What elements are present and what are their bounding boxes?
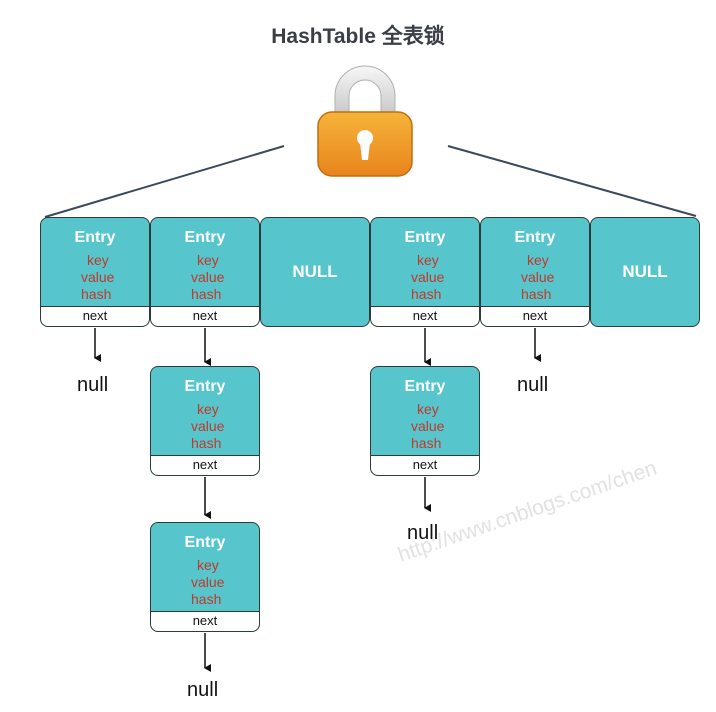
hash-field: hash xyxy=(191,286,222,302)
next-pointer: next xyxy=(151,455,259,475)
lock-icon xyxy=(299,58,431,188)
value-field: value xyxy=(521,269,555,285)
bucket-1-entry: Entry key value hash next xyxy=(40,217,150,327)
value-field: value xyxy=(411,418,445,434)
entry-label: Entry xyxy=(404,378,446,395)
null-terminator: null xyxy=(77,374,109,396)
lock-line-right xyxy=(447,145,697,217)
entry-label: Entry xyxy=(184,534,226,551)
hash-field: hash xyxy=(411,435,442,451)
next-pointer: next xyxy=(41,306,149,326)
null-terminator: null xyxy=(407,522,439,544)
key-field: key xyxy=(197,557,219,573)
hash-field: hash xyxy=(191,591,222,607)
bucket-2-entry: Entry key value hash next xyxy=(150,217,260,327)
key-field: key xyxy=(197,401,219,417)
value-field: value xyxy=(191,418,225,434)
entry-label: Entry xyxy=(184,378,226,395)
lock-line-left xyxy=(44,145,285,218)
key-field: key xyxy=(527,252,549,268)
page-title: HashTable 全表锁 xyxy=(271,25,445,48)
null-label: NULL xyxy=(292,262,338,281)
value-field: value xyxy=(191,574,225,590)
hash-field: hash xyxy=(411,286,442,302)
chain-entry: Entry key value hash next xyxy=(370,366,480,476)
bucket-4-entry: Entry key value hash next xyxy=(370,217,480,327)
hash-field: hash xyxy=(81,286,112,302)
hash-field: hash xyxy=(521,286,552,302)
chain-entry: Entry key value hash next xyxy=(150,366,260,476)
next-pointer: next xyxy=(151,306,259,326)
null-terminator: null xyxy=(517,374,549,396)
null-label: NULL xyxy=(622,262,668,281)
chain-entry: Entry key value hash next xyxy=(150,522,260,632)
entry-label: Entry xyxy=(404,229,446,246)
bucket-3-null: NULL xyxy=(260,217,370,327)
entry-label: Entry xyxy=(184,229,226,246)
value-field: value xyxy=(191,269,225,285)
key-field: key xyxy=(197,252,219,268)
bucket-6-null: NULL xyxy=(590,217,700,327)
next-pointer: next xyxy=(481,306,589,326)
next-pointer: next xyxy=(151,611,259,631)
key-field: key xyxy=(87,252,109,268)
next-pointer: next xyxy=(371,455,479,475)
value-field: value xyxy=(81,269,115,285)
null-terminator: null xyxy=(187,679,219,701)
key-field: key xyxy=(417,252,439,268)
next-pointer: next xyxy=(371,306,479,326)
bucket-5-entry: Entry key value hash next xyxy=(480,217,590,327)
hash-field: hash xyxy=(191,435,222,451)
key-field: key xyxy=(417,401,439,417)
entry-label: Entry xyxy=(74,229,116,246)
value-field: value xyxy=(411,269,445,285)
entry-label: Entry xyxy=(514,229,556,246)
